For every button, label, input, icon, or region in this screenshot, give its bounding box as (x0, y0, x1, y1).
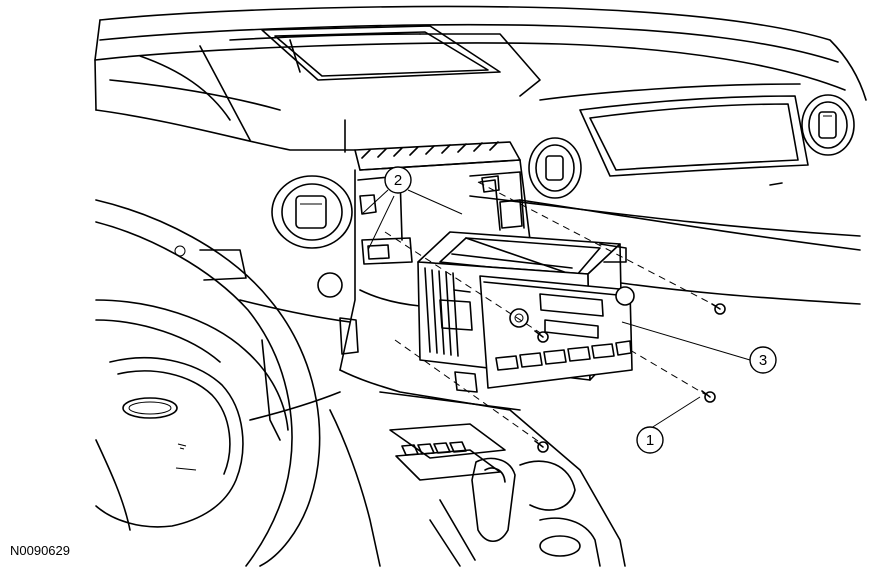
radio-unit (417, 231, 635, 393)
dashboard-shell (94, 5, 867, 153)
callout-2: 2 (384, 166, 412, 194)
screw-icon (711, 303, 726, 315)
center-console (329, 369, 626, 567)
callout-2-number: 2 (394, 172, 402, 189)
callout-3: 3 (749, 346, 777, 374)
alignment-lines (384, 181, 721, 447)
lower-dash-left (239, 272, 359, 441)
right-air-vent (801, 94, 855, 156)
top-display-panel (261, 25, 501, 81)
screws (534, 303, 726, 453)
figure-id-label: N0090629 (10, 543, 70, 558)
callout-1: 1 (636, 426, 664, 454)
screw-icon (534, 330, 549, 343)
steering-wheel (95, 199, 321, 567)
center-air-vent (528, 137, 582, 199)
leader-lines (361, 189, 751, 431)
left-air-vent (271, 175, 353, 249)
screw-icon (701, 390, 716, 403)
callout-1-number: 1 (646, 432, 654, 449)
callout-3-number: 3 (759, 352, 767, 369)
screw-icon (534, 440, 549, 453)
passenger-panel (469, 83, 861, 305)
